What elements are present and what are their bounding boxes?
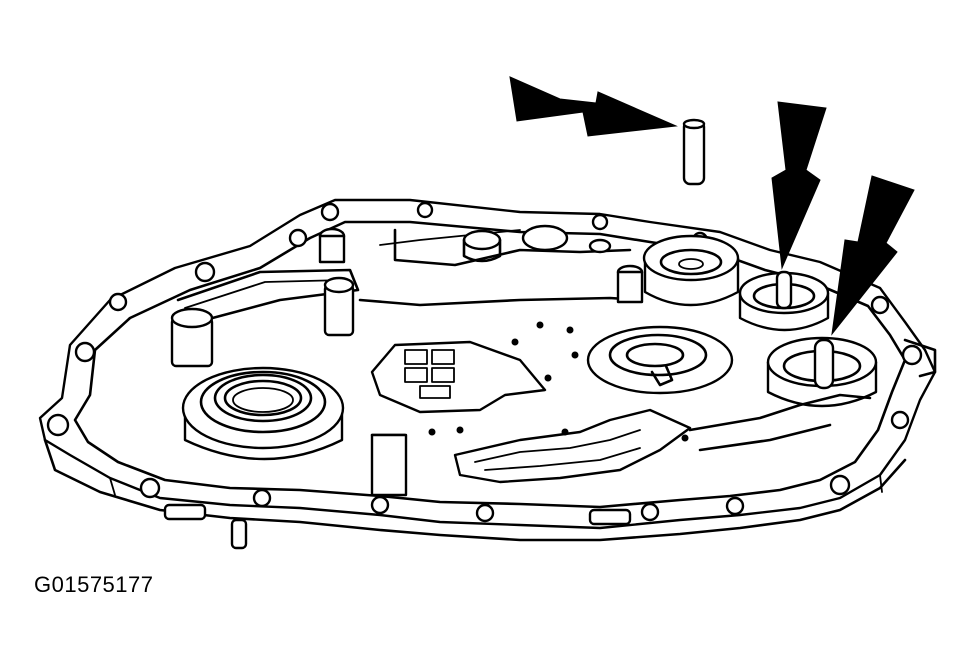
arrow-icon: [771, 101, 827, 270]
dowel-pin-icon: [682, 118, 706, 186]
arrow-icon: [831, 175, 915, 336]
figure-code: G01575177: [34, 572, 154, 597]
bolt-bosses: [46, 201, 923, 523]
left-bearing-bore: [181, 366, 345, 461]
upper-bore: [642, 234, 740, 307]
arrow-icon: [509, 76, 678, 137]
valve-passages: [163, 224, 937, 550]
center-bore: [586, 325, 734, 395]
right-upper-bore: [738, 270, 830, 332]
